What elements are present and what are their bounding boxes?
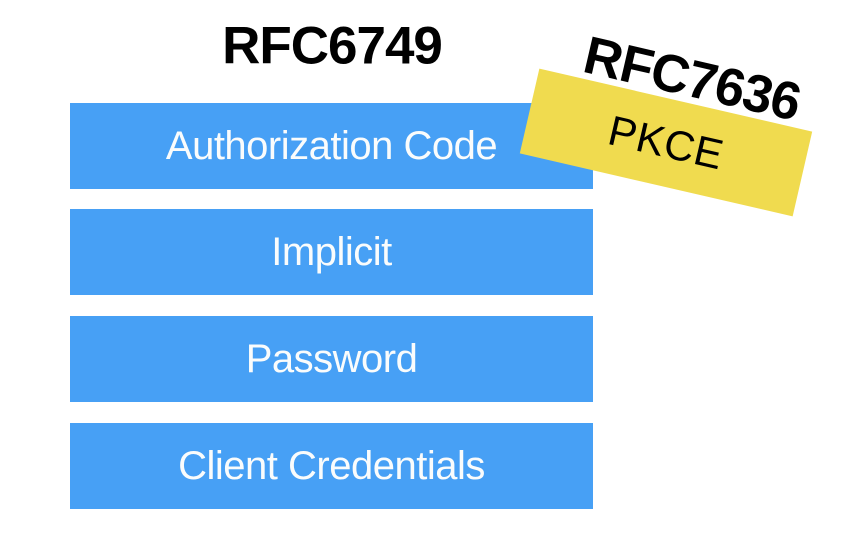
rfc6749-title: RFC6749 [222, 16, 443, 76]
grant-bar-authorization-code: Authorization Code [70, 103, 593, 189]
grant-bar-password: Password [70, 316, 593, 402]
grant-bar-label: Implicit [271, 229, 392, 274]
pkce-sticker-label: PKCE [604, 106, 729, 178]
grant-bar-client-credentials: Client Credentials [70, 423, 593, 509]
grant-bar-implicit: Implicit [70, 209, 593, 295]
grant-bar-label: Authorization Code [165, 123, 498, 168]
grant-bar-label: Client Credentials [178, 443, 485, 488]
grant-bar-label: Password [245, 336, 418, 381]
